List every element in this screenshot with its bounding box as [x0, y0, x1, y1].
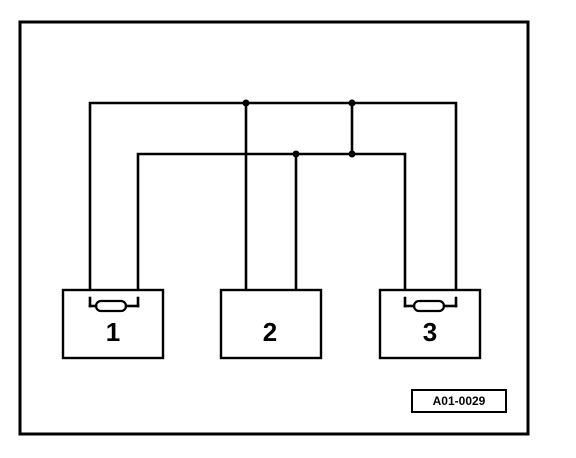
reference-badge: A01-0029 [411, 389, 507, 413]
unit-2: 2 [219, 288, 323, 360]
unit-1-label: 1 [106, 317, 120, 347]
junction-dot [348, 150, 356, 158]
diagram-frame [18, 20, 530, 436]
unit-3-resistor [412, 299, 446, 313]
junctions [242, 99, 356, 158]
unit-2-box [219, 288, 323, 360]
unit-2-label: 2 [263, 317, 277, 347]
unit-3: 3 [378, 288, 482, 360]
reference-code-box [411, 389, 507, 413]
inner-bus-wire [136, 152, 407, 300]
wiring [88, 101, 458, 300]
unit-1-resistor [94, 299, 128, 313]
reference-code: A01-0029 [433, 394, 486, 408]
outer-bus-wire [88, 101, 458, 300]
unit-1: 1 [61, 288, 165, 360]
junction-dot [348, 99, 356, 107]
junction-dot [292, 150, 300, 158]
junction-dot [242, 99, 250, 107]
unit-3-label: 3 [423, 317, 437, 347]
